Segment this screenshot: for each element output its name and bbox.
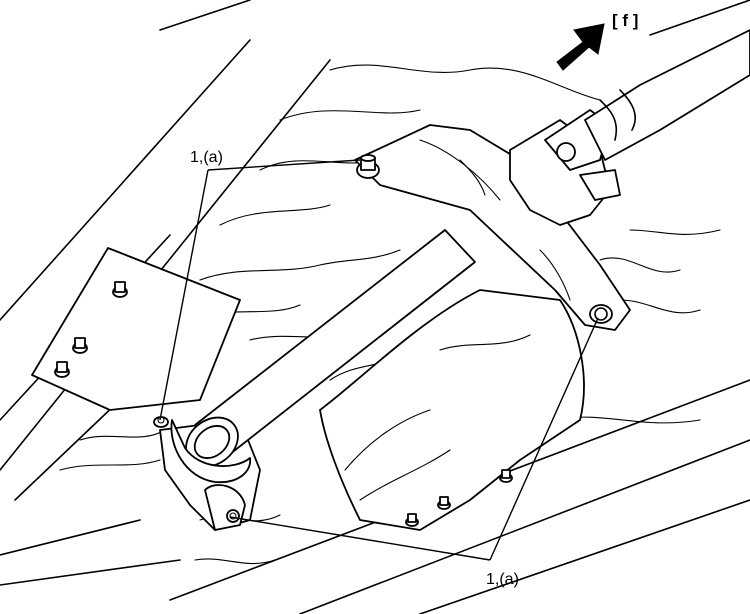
bolt-icon: [72, 337, 88, 354]
bolt-icon: [356, 154, 380, 179]
bolt-icon: [437, 496, 451, 510]
crossmember: [354, 124, 631, 331]
nut-icon: [226, 509, 240, 523]
left-bracket-plate: [31, 247, 241, 411]
propeller-shaft: [170, 229, 476, 483]
transmission-housing: [319, 289, 585, 531]
bolt-icon: [405, 513, 419, 527]
callout-leaders: [159, 159, 599, 561]
bolt-icon: [499, 469, 513, 483]
front-direction-arrow-icon: [556, 23, 605, 71]
front-marker: [ f ]: [556, 11, 638, 71]
bolt-icon: [54, 361, 70, 378]
bolt-icon: [112, 281, 128, 298]
front-label: [ f ]: [612, 11, 638, 30]
callout-label-upper: 1,(a): [190, 149, 223, 166]
bolt-icon: [589, 304, 613, 324]
callout-label-lower: 1,(a): [486, 571, 519, 588]
universal-joint: [509, 29, 750, 226]
